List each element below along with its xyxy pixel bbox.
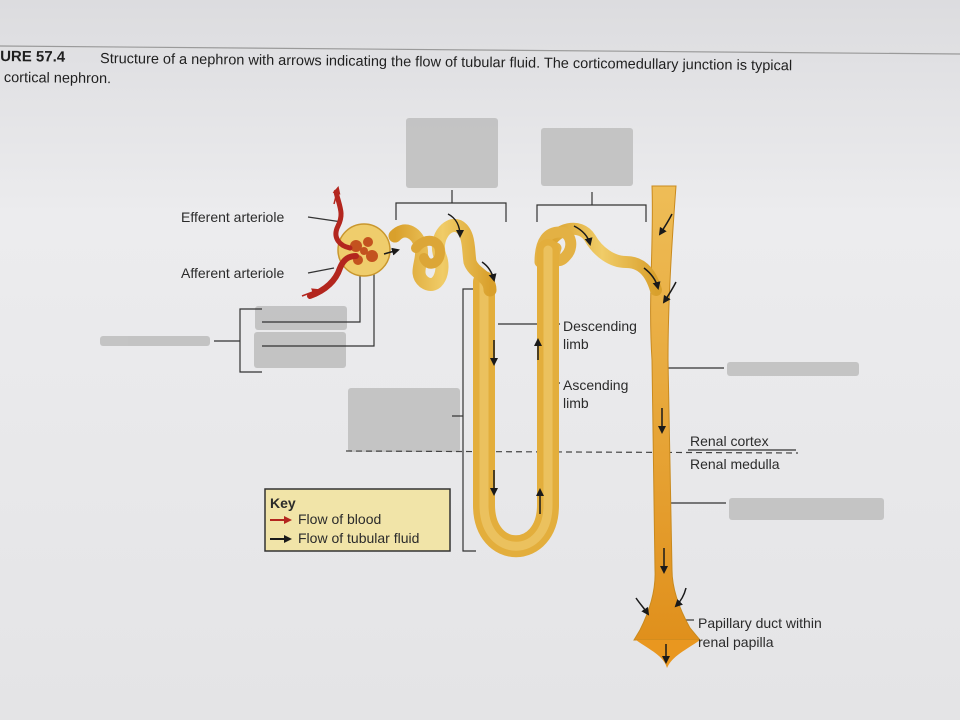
loop-highlight [479,245,553,551]
renal-papilla-tip [636,640,700,668]
bracket-loop [462,288,476,552]
key-box [264,488,451,552]
bracket-proximal [395,202,507,222]
label-renal-medulla: Renal medulla [690,456,780,472]
label-ascending-limb: Ascending [563,377,628,393]
redacted-label-capsule [254,332,346,368]
label-descending-limb: Descending [563,318,637,334]
redacted-label-glomerulus [255,306,347,330]
caption-text: Structure of a nephron with arrows indic… [100,51,792,74]
caption-number: URE 57.4 [0,48,66,66]
leader-capsule [262,268,375,347]
blood-arrow-efferent [332,186,341,205]
afferent-arteriole [307,253,359,299]
label-efferent-arteriole: Efferent arteriole [181,209,284,225]
redacted-label-corpuscle [100,336,210,346]
efferent-arteriole [333,189,353,251]
key-blood-label: Flow of blood [298,511,381,527]
figure-caption: URE 57.4 Structure of a nephron with arr… [0,48,792,87]
redacted-label-loop [348,388,460,452]
label-ascending-limb-2: limb [563,395,589,411]
top-rule [0,45,960,55]
label-afferent-arteriole: Afferent arteriole [181,265,284,281]
key-title: Key [270,495,296,511]
label-papillary-duct: Papillary duct within [698,615,822,631]
blood-arrow-afferent [301,288,320,297]
redacted-label-collecting-duct [727,362,859,376]
legend-key: Key Flow of blood Flow of tubular fluid [264,488,451,552]
key-tubular-label: Flow of tubular fluid [298,530,419,546]
redacted-label-distal [541,128,633,186]
redacted-label-medullary-duct [729,498,884,520]
label-renal-cortex: Renal cortex [690,433,769,449]
leader-glomerulus [262,268,361,323]
tubular-flow-arrows [383,213,687,664]
label-descending-limb-2: limb [563,336,589,352]
redacted-labels [100,118,884,520]
caption-line-2: cortical nephron. [4,70,111,87]
label-papillary-duct-2: renal papilla [698,634,774,650]
corticomedullary-junction-line [345,450,799,454]
proximal-tubule-coil [411,235,446,269]
redacted-label-proximal [406,118,498,188]
